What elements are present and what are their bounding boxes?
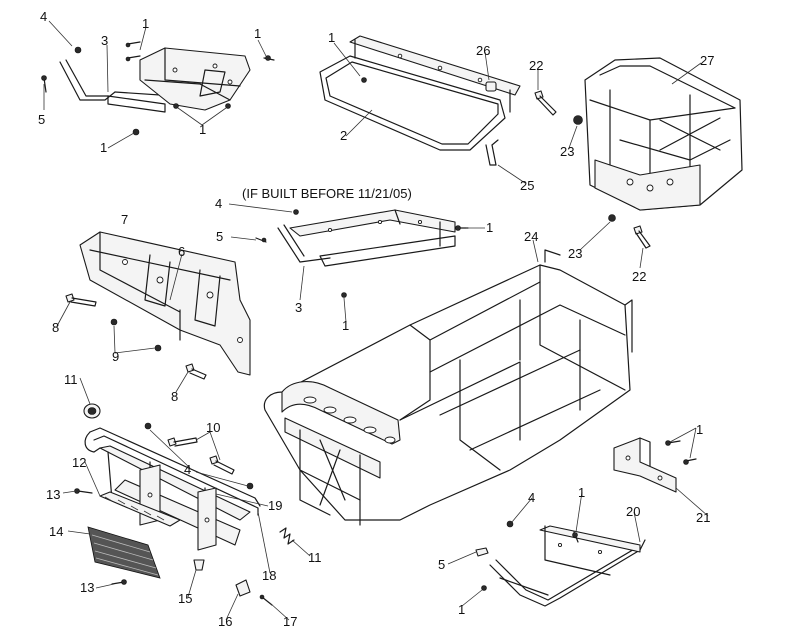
callout-label: 11 xyxy=(64,372,78,387)
callout-label: 1 xyxy=(199,122,206,137)
callout-label: 9 xyxy=(112,349,119,364)
callout-label: 3 xyxy=(295,300,302,315)
callout-label: 21 xyxy=(696,510,710,525)
callout-label: 1 xyxy=(100,140,107,155)
spring-11 xyxy=(279,527,295,545)
callout-label: 3 xyxy=(101,33,108,48)
front-bumper xyxy=(84,427,261,551)
hardware-upper xyxy=(41,41,651,298)
callout-label: 4 xyxy=(528,490,535,505)
callout-label: 5 xyxy=(38,112,45,127)
callout-label: 1 xyxy=(254,26,261,41)
callout-label: 11 xyxy=(308,550,322,565)
nut-9 xyxy=(110,318,162,352)
callout-label: 1 xyxy=(458,602,465,617)
clip-16 xyxy=(235,579,251,597)
callout-label: 1 xyxy=(342,318,349,333)
bolts-1-right xyxy=(665,440,697,465)
rubber-bumper-11 xyxy=(83,403,101,419)
callout-label: 13 xyxy=(46,487,60,502)
bolt-10 xyxy=(144,422,254,490)
screw-13-upper xyxy=(74,488,93,494)
grille-screen-14 xyxy=(87,526,161,579)
callout-label: 25 xyxy=(520,178,534,193)
mount-bracket-21 xyxy=(613,437,677,493)
callout-label: 4 xyxy=(40,9,47,24)
callout-label: 6 xyxy=(178,244,185,259)
callout-label: 2 xyxy=(340,128,347,143)
callout-label: 15 xyxy=(178,591,192,606)
grille-bar-12 xyxy=(99,491,181,527)
callout-label: 4 xyxy=(184,462,191,477)
pin-25 xyxy=(485,139,499,166)
callout-label: 19 xyxy=(268,498,282,513)
callout-label: 13 xyxy=(80,580,94,595)
callout-label: 12 xyxy=(72,455,86,470)
lower-bracket-20 xyxy=(489,525,646,607)
hardware-lower-right xyxy=(475,520,579,591)
callout-label: 24 xyxy=(524,229,538,244)
seat-base-frame xyxy=(319,35,521,151)
callout-label: 17 xyxy=(283,614,297,629)
callout-label: 16 xyxy=(218,614,232,629)
callout-label: 1 xyxy=(486,220,493,235)
callout-label: 18 xyxy=(262,568,276,583)
rear-box-frame xyxy=(584,57,743,211)
bolt-22-upper xyxy=(534,90,557,116)
callout-label: 5 xyxy=(216,229,223,244)
seat-support-bracket-middle xyxy=(277,209,456,267)
callout-label: 1 xyxy=(696,422,703,437)
callout-label: 14 xyxy=(49,524,63,539)
callout-label: 10 xyxy=(206,420,220,435)
screw-13-lower xyxy=(111,579,127,585)
callout-label: 8 xyxy=(171,389,178,404)
callout-label: 26 xyxy=(476,43,490,58)
callout-label: 5 xyxy=(438,557,445,572)
callout-label: 4 xyxy=(215,196,222,211)
callout-label: 20 xyxy=(626,504,640,519)
nut-23-upper xyxy=(573,115,583,125)
callout-label: 23 xyxy=(568,246,582,261)
callout-label: 23 xyxy=(560,144,574,159)
callout-label: 1 xyxy=(328,30,335,45)
callout-labels: 4 1 3 5 1 1 1 1 2 26 22 27 23 25 4 1 7 5… xyxy=(38,9,714,629)
bolt-8-lower xyxy=(185,363,207,380)
bolt-8-upper xyxy=(65,293,97,307)
bushing-26 xyxy=(485,81,497,92)
callout-label: 1 xyxy=(142,16,149,31)
callout-label: 22 xyxy=(632,269,646,284)
callout-label: 8 xyxy=(52,320,59,335)
callout-label: 22 xyxy=(529,58,543,73)
fastener-15 xyxy=(193,559,205,571)
callout-label: 7 xyxy=(121,212,128,227)
build-date-note: (IF BUILT BEFORE 11/21/05) xyxy=(242,186,412,201)
leader-lines xyxy=(43,20,709,621)
front-crossmember xyxy=(79,231,251,376)
callout-label: 27 xyxy=(700,53,714,68)
main-chassis-frame xyxy=(263,249,633,526)
callout-label: 1 xyxy=(578,485,585,500)
seat-support-bracket-upper xyxy=(59,47,251,113)
